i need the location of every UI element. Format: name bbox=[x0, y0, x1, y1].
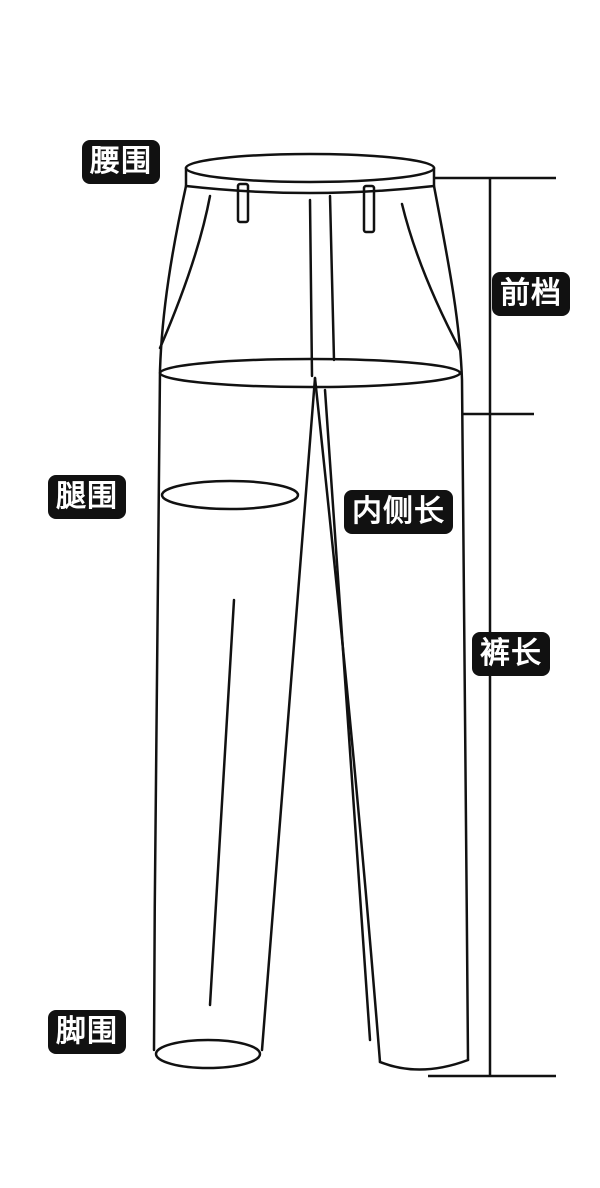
inseam-label: 内侧长 bbox=[344, 490, 453, 534]
thigh-label: 腿围 bbox=[48, 475, 126, 519]
hem-label: 脚围 bbox=[48, 1010, 126, 1054]
leg-crease bbox=[208, 598, 236, 1007]
hip-line bbox=[158, 357, 462, 389]
waist-label: 腰围 bbox=[82, 140, 160, 184]
pants-length-label: 裤长 bbox=[472, 632, 550, 676]
leg-crease-right bbox=[323, 388, 372, 1042]
thigh-line bbox=[160, 479, 300, 511]
pants-outline bbox=[152, 184, 470, 1064]
waistband bbox=[184, 152, 436, 234]
right-hem bbox=[378, 1058, 470, 1071]
front-rise-label: 前档 bbox=[492, 272, 570, 316]
hem-line bbox=[154, 1038, 262, 1070]
